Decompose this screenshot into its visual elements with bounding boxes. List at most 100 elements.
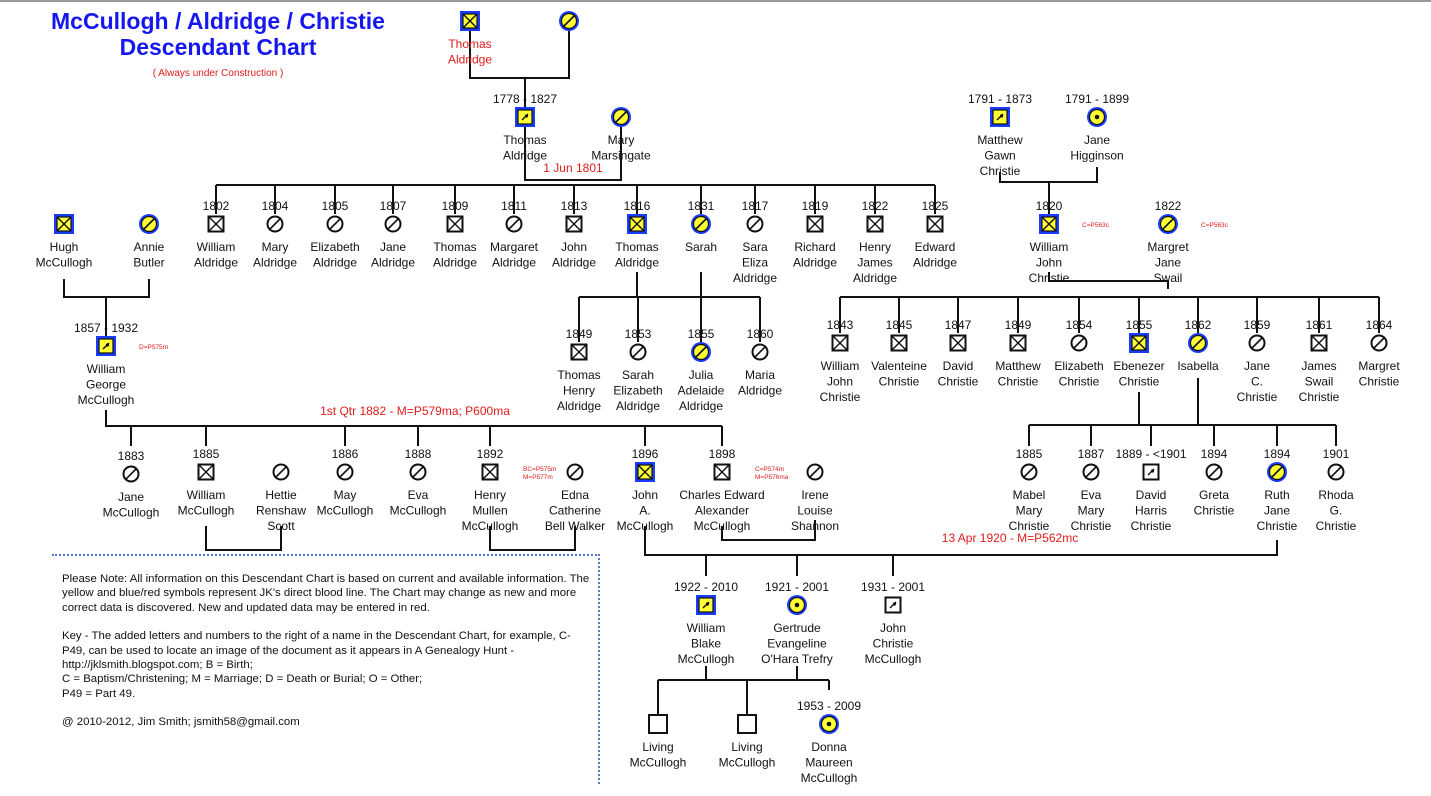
person-name: Mary <box>1016 504 1043 518</box>
birth-date: 1802 <box>203 199 230 213</box>
birth-date: 1888 <box>405 447 432 461</box>
birth-date: 1886 <box>332 447 359 461</box>
person-name: Sara <box>742 240 768 254</box>
person-name: Maureen <box>805 756 852 770</box>
note-paragraph-info: Please Note: All information on this Des… <box>62 573 590 614</box>
female-symbol-icon <box>1205 463 1223 481</box>
person-name: McCullogh <box>678 652 735 666</box>
birth-date: 1922 - 2010 <box>674 580 738 594</box>
birth-date: 1822 <box>862 199 889 213</box>
person-name: Thomas <box>433 240 476 254</box>
person-name: Aldridge <box>313 256 357 270</box>
person-name: Richard <box>794 240 835 254</box>
connector-line <box>1048 272 1169 289</box>
person-name: Bell Walker <box>545 519 605 533</box>
female-symbol-icon <box>806 463 824 481</box>
male-symbol-icon <box>197 463 215 481</box>
person-name: Christie <box>1059 375 1100 389</box>
female-symbol-icon <box>746 215 764 233</box>
document-reference: C=P563c <box>1082 222 1110 229</box>
person-name: Hettie <box>265 488 297 502</box>
person-name: Christie <box>1237 390 1278 404</box>
person-name: Harris <box>1135 504 1167 518</box>
person-name: McCullogh <box>801 771 858 785</box>
birth-date: 1854 <box>1066 318 1093 332</box>
person-name: Catherine <box>549 504 601 518</box>
female-symbol-icon <box>1267 462 1287 482</box>
male-symbol-icon <box>990 107 1010 127</box>
male-symbol-icon <box>926 215 944 233</box>
birth-date: 1825 <box>922 199 949 213</box>
person-name: Christie <box>1119 375 1160 389</box>
person-name: Christie <box>1299 390 1340 404</box>
male-symbol-icon <box>949 334 967 352</box>
person-name: William <box>197 240 236 254</box>
person-wife-sr[interactable] <box>559 11 579 31</box>
male-symbol-icon <box>890 334 908 352</box>
person-name: Scott <box>267 519 295 533</box>
female-symbol-icon <box>266 215 284 233</box>
male-symbol-icon <box>565 215 583 233</box>
